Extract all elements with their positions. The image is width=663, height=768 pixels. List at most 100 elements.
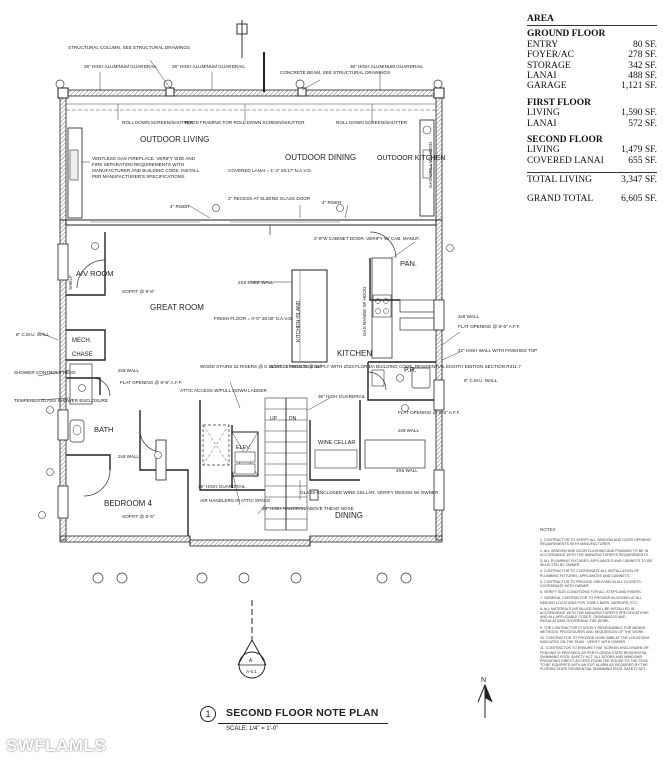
watermark-logo: SWFLAMLS (6, 736, 107, 755)
label-kitchen-island: KITCHEN ISLAND (296, 300, 302, 342)
area-section-title: GROUND FLOOR (527, 29, 606, 40)
note-item: 5. CONTRACTOR TO PROVIDE SHELVING IN ALL… (540, 579, 642, 589)
note-item: 10. CONTRACTOR TO PROVIDE HOSE BIBB AT T… (540, 636, 650, 645)
note-recess: 2" RECESS AT SLIDING GLASS DOOR (228, 196, 311, 201)
note-cabinet-door: 2'-8"W CABINET DOOR. VERIFY W/ CAB. MANU… (314, 236, 420, 241)
note-gas-range: GAS RANGE W/ HOOD (362, 286, 367, 336)
room-av: A/V ROOM (76, 269, 114, 278)
room-outdoor-living: OUTDOOR LIVING (140, 135, 209, 144)
area-section-title: SECOND FLOOR (527, 135, 603, 146)
general-notes: NOTES 1. CONTRACTOR TO VERIFY ALL WINDOW… (540, 527, 652, 674)
window-tag (92, 572, 104, 584)
window-tag (196, 572, 208, 584)
door-tag (396, 374, 404, 382)
note-stair-code: NOTE: STAIRS TO COMPLY WITH 2023 FLORIDA… (270, 364, 521, 369)
door-tag (46, 406, 54, 414)
note-2x6-wall-dining: 2X6 WALL (396, 468, 418, 473)
note-item: 2. ALL WINDOW AND DOOR FLASHING AND FRAM… (540, 548, 649, 557)
note-cmu-wall-right: 8" C.M.U. WALL (464, 378, 498, 383)
door-tag (46, 468, 54, 476)
room-elevator: ELEV. (236, 445, 252, 451)
section-callout: A A-5.1 (237, 600, 267, 679)
note-flat-opening-left: FLAT OPENING @ 8'-6" A.F.F. (120, 380, 182, 385)
door-tag (401, 404, 409, 412)
room-bath: BATH (94, 425, 113, 434)
note-guardrail-3: 36" HIGH ALUMINUM GUARDRAIL (350, 64, 424, 69)
title-underline (218, 723, 388, 724)
note-attic-access: ATTIC ACCESS W/PULL DOWN LADDER (180, 388, 267, 393)
window-tag (116, 572, 128, 584)
note-item: 3. ALL PLUMBING FIXTURES, APPLIANCES AND… (540, 559, 652, 568)
area-grand-total: GRAND TOTAL 6,605 SF. (527, 193, 657, 204)
room-chase: CHASE (72, 352, 93, 358)
area-section-title: FIRST FLOOR (527, 97, 591, 108)
room-kitchen: KITCHEN (337, 349, 372, 358)
note-covered-lanai: COVERED LANAI = 1'-4" 28.17' N.A.V.D. (228, 168, 312, 173)
room-outdoor-kitchen: OUTDOOR KITCHEN (377, 155, 445, 162)
north-arrow (477, 683, 493, 718)
note-2x8-wall-dining: 2x8 WALL (398, 428, 419, 433)
note-item: 11. CONTRACTOR TO ENSURE THAT SCREEN ENC… (540, 646, 649, 672)
label-stair-up: UP (270, 416, 278, 422)
door-tag (38, 511, 46, 519)
note-finish-floor: FINISH FLOOR = 0'-0" 28.00' N.A.V.D. (214, 316, 293, 321)
note-structural-column: STRUCTURAL COLUMN, SEE STRUCTURAL DRAWIN… (68, 45, 190, 50)
note-cmu-wall-left: 8" C.M.U. WALL (16, 332, 50, 337)
note-tempered-glass: TEMPERED GLASS SHOWER ENCLOSURE (14, 398, 108, 403)
note-wood-framing: WOOD FRAMING FOR ROLL DOWN SCREEN/SHUTTE… (184, 120, 305, 125)
label-shelf: SHELF (68, 275, 73, 290)
note-guardrail-stair: 36" HIGH GUARDRAIL (318, 394, 366, 399)
room-powder: P.R. (404, 367, 417, 374)
note-roll-down-1: ROLL DOWN SCREEN/SHUTTER (122, 120, 194, 125)
room-wine-cellar: WINE CELLAR (318, 440, 355, 446)
note-2x6-wall-right: 2x6 WALL (458, 314, 479, 319)
door-tag (91, 242, 99, 250)
note-guardrail-2: 36" HIGH ALUMINUM GUARDRAIL (172, 64, 246, 69)
door-tag (212, 204, 220, 212)
room-dining: DINING (335, 511, 363, 520)
note-concrete-beam: CONCRETE BEAM, SEE STRUCTURAL DRAWINGS (280, 70, 390, 75)
note-2x8-wall: 2x8 WALL (118, 368, 139, 373)
drawing-title: SECOND FLOOR NOTE PLAN (226, 707, 379, 719)
door-tag (446, 244, 454, 252)
note-guardrail-elev: 36" HIGH GUARDRAIL (198, 484, 246, 489)
note-riser-2: 4" RISER (322, 200, 342, 205)
svg-text:A: A (249, 658, 253, 664)
notes-heading: NOTES (540, 527, 556, 532)
note-flat-opening-right: FLAT OPENING @ 8'-6" A.F.F. (458, 324, 520, 329)
note-air-handlers: AIR HANDLERS IN ATTIC SPACE (200, 498, 270, 503)
note-knee-wall: 2X6 KNEE WALL (238, 280, 274, 285)
area-heading: AREA (527, 14, 657, 27)
svg-text:A-5.1: A-5.1 (246, 669, 257, 674)
note-riser-1: 4" RISER (170, 204, 190, 209)
door-tag (154, 451, 162, 459)
note-soffit-1: SOFFIT @ 9'-8" (122, 289, 155, 294)
window-tag (400, 572, 412, 584)
label-stair-dn: DN (289, 416, 297, 422)
drawing-scale: SCALE: 1/4" = 1'-0" (226, 726, 279, 732)
grid-bubble (433, 79, 443, 89)
note-item: 1. CONTRACTOR TO VERIFY ALL WINDOW AND D… (540, 538, 651, 547)
note-item: 9. THE CONTRACTOR IS SOLELY RESPONSIBLE … (540, 625, 647, 634)
room-mech: MECH. (72, 338, 92, 344)
room-outdoor-dining: OUTDOOR DINING (285, 153, 356, 162)
door-tag (336, 204, 344, 212)
note-half-wall: 42" HIGH WALL WITH FINISHED TOP (458, 348, 537, 353)
note-soffit-2: SOFFIT @ 8'-6" (122, 514, 155, 519)
note-roll-down-2: ROLL DOWN SCREEN/SHUTTER (336, 120, 408, 125)
note-item: 8. ALL MATERIALS INSTALLED SHALL BE INST… (540, 606, 649, 624)
grid-bubble (295, 79, 305, 89)
note-2x8-wall-bath: 2x8 WALL (118, 454, 139, 459)
note-gas-grill: GAS GRILL W/ HOOD (428, 141, 433, 188)
